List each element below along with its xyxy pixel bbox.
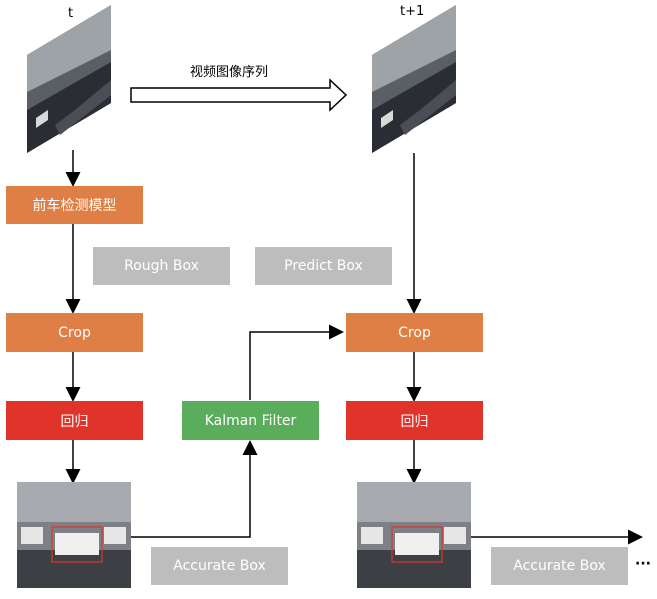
result-image-left xyxy=(17,482,131,588)
kalman-filter-box: Kalman Filter xyxy=(182,401,319,440)
predict-box-label: Predict Box xyxy=(255,247,392,285)
accurate-box-left: Accurate Box xyxy=(151,547,288,585)
accurate-box-right: Accurate Box xyxy=(491,547,628,585)
frame-t1-image xyxy=(372,5,456,153)
sequence-arrow xyxy=(130,78,348,112)
rough-box-label: Rough Box xyxy=(93,247,230,285)
result-image-right xyxy=(357,482,471,588)
detection-model-box: 前车检测模型 xyxy=(6,186,143,224)
ellipsis: ··· xyxy=(635,556,651,572)
sequence-label: 视频图像序列 xyxy=(190,65,269,80)
arrow-result-to-kalman xyxy=(131,440,258,538)
crop-box-left: Crop xyxy=(6,313,143,352)
time-label-t: t xyxy=(68,6,74,21)
time-label-t1: t+1 xyxy=(400,4,425,19)
regression-box-right: 回归 xyxy=(346,401,483,440)
arrow-kalman-to-crop xyxy=(249,324,344,400)
regression-box-left: 回归 xyxy=(6,401,143,440)
frame-t-image xyxy=(27,5,111,153)
crop-box-right: Crop xyxy=(346,313,483,352)
